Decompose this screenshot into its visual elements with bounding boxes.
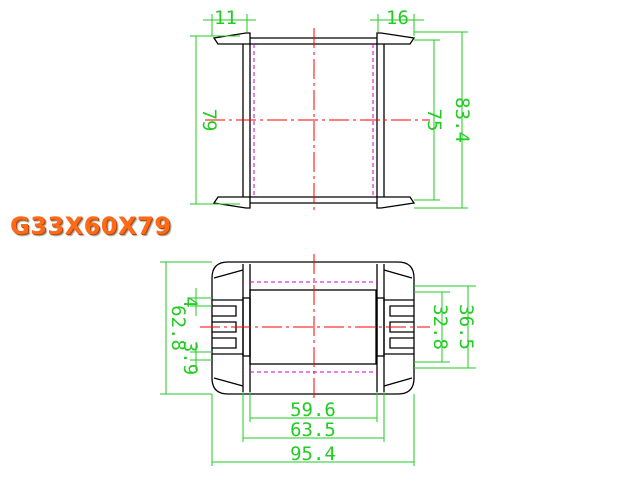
top-right-flange: [376, 32, 416, 45]
dim-width-inner: 59.6: [290, 399, 336, 421]
dim-height: 62.8: [167, 305, 189, 351]
right-pin-rail: [376, 297, 385, 357]
dim-inner-height: 75: [423, 109, 445, 132]
bottom-right-flange: [376, 196, 416, 209]
dim-lip: 3.9: [179, 341, 201, 375]
dim-outer-height: 83.4: [451, 97, 473, 143]
top-left-flange: [212, 32, 251, 45]
dim-width-mid: 63.5: [290, 419, 336, 441]
top-view: 11 16 79 75 83.4: [190, 7, 473, 212]
dim-window-outer: 36.5: [455, 304, 477, 350]
dim-window: 32.8: [429, 304, 451, 350]
dim-right-flange: 16: [386, 7, 409, 29]
bottom-view: 62.8 4 3.9 32.8 36.5 59.6 63.5 95.4: [160, 254, 477, 466]
bobbin-outline: [211, 261, 415, 395]
dim-slot: 4: [179, 296, 201, 307]
part-number-title: G33X60X79: [10, 212, 172, 240]
bottom-left-flange: [212, 196, 251, 209]
dim-total-height: 79: [198, 109, 220, 132]
dim-width-outer: 95.4: [290, 443, 336, 465]
dim-left-flange: 11: [214, 7, 237, 29]
